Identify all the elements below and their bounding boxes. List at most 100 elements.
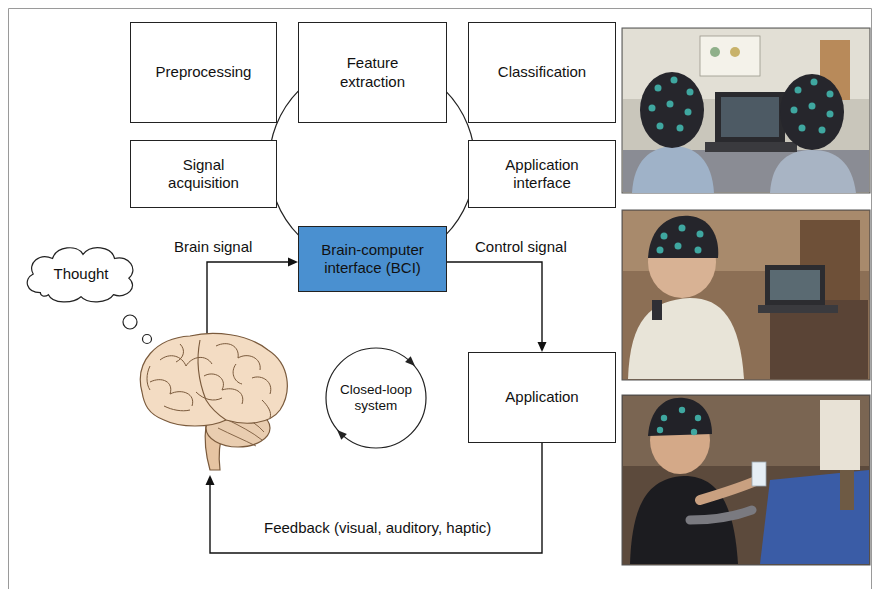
- node-label: Closed-loop system: [329, 382, 423, 415]
- process-box: Preprocessing: [130, 22, 277, 123]
- photo-prosthesis-user: [622, 395, 870, 565]
- photo-prosthesis-user: [661, 415, 667, 421]
- photo-home-user: [661, 233, 668, 240]
- photo-eeg-lab: [715, 92, 785, 142]
- photo-home-user: [652, 300, 662, 320]
- thought-bubbles: [123, 315, 137, 329]
- node-label: Application interface: [487, 156, 597, 193]
- photo-eeg-lab: [685, 109, 692, 116]
- photo-prosthesis-user: [657, 427, 663, 433]
- photo-prosthesis-user: [648, 398, 712, 436]
- process-box: Application interface: [468, 140, 616, 208]
- node-text-group: Thought: [53, 265, 108, 283]
- node-label: Thought: [53, 265, 108, 283]
- photo-eeg-lab: [799, 125, 806, 132]
- photo-eeg-lab: [677, 125, 684, 132]
- signal-label: Brain signal: [172, 238, 254, 256]
- photo-eeg-lab: [632, 146, 714, 193]
- photo-prosthesis-user: [622, 395, 870, 565]
- photo-eeg-lab: [655, 85, 662, 92]
- feedback-arrow: [206, 443, 543, 553]
- photo-eeg-lab: [770, 150, 856, 193]
- photo-eeg-lab: [667, 101, 674, 108]
- feedback-arrow: [210, 443, 542, 553]
- photo-eeg-lab: [649, 105, 656, 112]
- feedback-arrow: [206, 475, 215, 485]
- node-label: Preprocessing: [156, 63, 252, 81]
- photo-eeg-lab: [827, 111, 834, 118]
- photo-home-user: [695, 247, 702, 254]
- photo-home-user: [679, 225, 686, 232]
- node-label: Feature extraction: [317, 54, 428, 91]
- photo-eeg-lab: [780, 74, 844, 150]
- cloud-outline: [27, 248, 133, 302]
- brain-illustration: [140, 333, 287, 426]
- brain-illustration: [198, 340, 226, 420]
- photo-eeg-lab: [622, 28, 870, 193]
- photo-home-user: [622, 210, 870, 380]
- brain-signal-arrow: [207, 262, 290, 337]
- photo-eeg-lab: [795, 87, 802, 94]
- photo-eeg-lab: [809, 103, 816, 110]
- brain-illustration: [140, 333, 287, 470]
- photo-eeg-lab: [622, 28, 870, 193]
- process-box: Feature extraction: [298, 22, 447, 123]
- photo-home-user: [657, 247, 664, 254]
- photo-home-user: [675, 243, 682, 250]
- brain-signal-arrow: [207, 258, 298, 338]
- bci-box: Brain-computer interface (BCI): [298, 226, 447, 292]
- photo-eeg-lab: [640, 72, 704, 148]
- photo-home-user: [648, 216, 718, 258]
- photo-prosthesis-user: [760, 470, 869, 564]
- photo-prosthesis-user: [690, 510, 752, 520]
- loop-circle: [326, 348, 426, 448]
- photo-eeg-lab: [721, 97, 779, 137]
- thought-cloud: Thought: [20, 243, 142, 305]
- photo-prosthesis-user: [752, 462, 766, 486]
- connector-line: [447, 262, 542, 344]
- photo-eeg-lab: [671, 77, 678, 84]
- edge-label: Control signal: [473, 238, 569, 256]
- photo-eeg-lab: [710, 47, 720, 57]
- photo-eeg-lab: [819, 127, 826, 134]
- thought-bubbles: [123, 315, 152, 344]
- signal-label: Feedback (visual, auditory, haptic): [262, 519, 493, 537]
- loop-arrowhead: [337, 430, 347, 440]
- node-text-group: Classification: [498, 63, 586, 81]
- photo-prosthesis-user: [679, 407, 685, 413]
- process-box: Signal acquisition: [130, 140, 277, 208]
- node-label: Signal acquisition: [149, 156, 258, 193]
- photo-home-user: [697, 231, 704, 238]
- photo-eeg-lab: [730, 47, 740, 57]
- photo-prosthesis-user: [657, 407, 701, 435]
- node-label: Application: [505, 388, 578, 406]
- node-text-group: Brain-computer interface (BCI): [309, 241, 436, 278]
- node-text-group: Application: [505, 388, 578, 406]
- process-box: Classification: [468, 22, 616, 123]
- photo-eeg-lab: [649, 77, 834, 134]
- node-label: Classification: [498, 63, 586, 81]
- closed-loop-circle: Closed-loop system: [322, 344, 430, 452]
- photo-eeg-lab: [687, 89, 694, 96]
- node-text-group: Closed-loop system: [329, 382, 423, 415]
- photo-home-user: [758, 305, 838, 313]
- photo-prosthesis-user: [695, 415, 701, 421]
- photo-home-user: [622, 210, 870, 380]
- photo-prosthesis-user: [820, 400, 860, 470]
- brain-illustration: [147, 344, 271, 418]
- application-box: Application: [468, 352, 616, 443]
- figure-frame: [9, 9, 872, 589]
- photo-eeg-lab: [700, 36, 760, 76]
- node-text-group: Feature extraction: [317, 54, 428, 91]
- photo-home-user: [657, 225, 704, 254]
- arrowhead: [538, 342, 547, 352]
- photo-eeg-lab: [811, 79, 818, 86]
- thought-bubbles: [143, 335, 152, 344]
- photo-prosthesis-user: [691, 429, 697, 435]
- photo-eeg-lab: [705, 142, 797, 152]
- photo-prosthesis-user: [700, 480, 758, 500]
- photo-eeg-lab: [791, 107, 798, 114]
- photo-home-user: [628, 298, 744, 379]
- brain-signal-arrow: [288, 258, 298, 267]
- node-text-group: Preprocessing: [156, 63, 252, 81]
